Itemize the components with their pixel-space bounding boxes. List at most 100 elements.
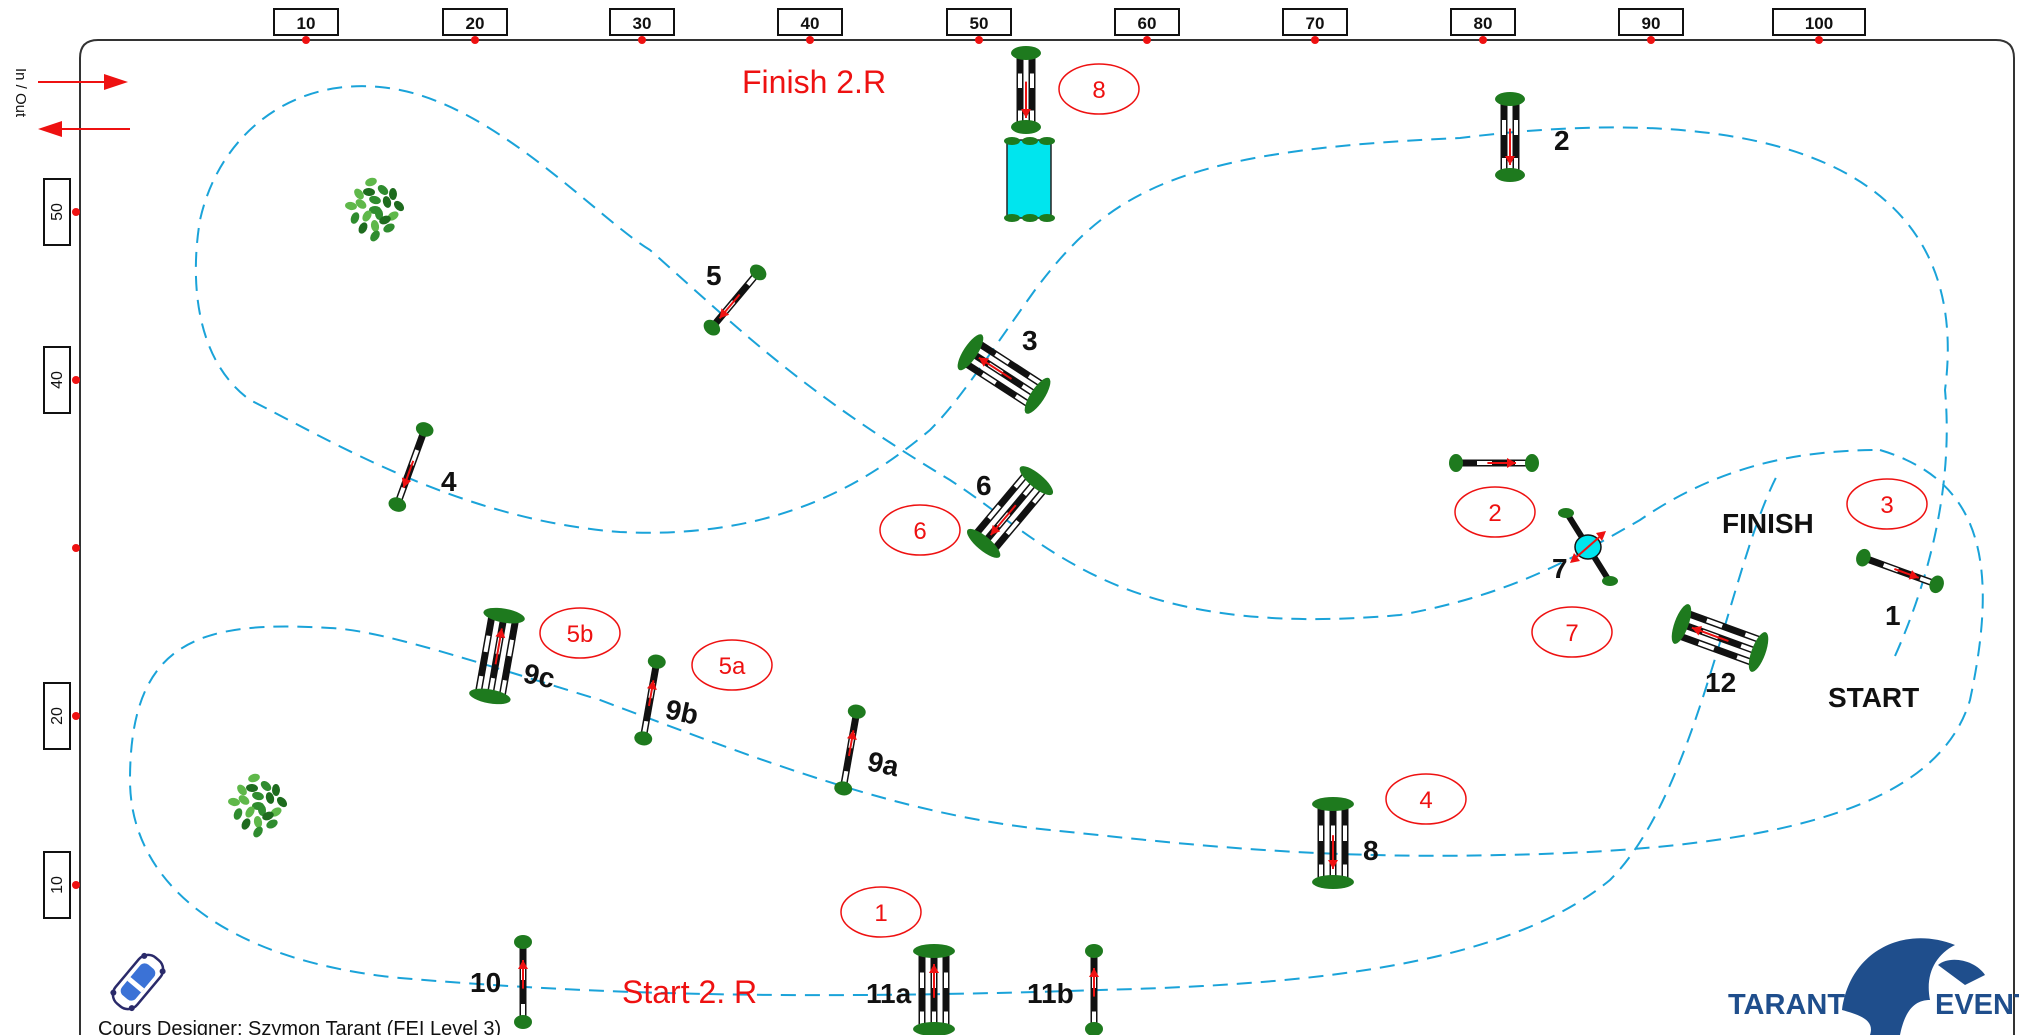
fence-number-label: 6 — [976, 470, 992, 501]
round2-marker-label: 8 — [1092, 77, 1105, 104]
fence-icon — [834, 704, 866, 796]
fence-number-label: 11a — [866, 978, 912, 1009]
fence-number-label: 3 — [1022, 325, 1038, 356]
ruler-left-tick — [72, 544, 80, 552]
ruler-top-mark: 10 — [273, 8, 339, 44]
round2-marker-label: 5a — [719, 653, 746, 680]
ruler-left-mark: 10 — [43, 851, 80, 919]
ruler-top-mark: 20 — [442, 8, 508, 44]
round2-marker: 3 — [1846, 478, 1928, 530]
fence-number-label: 2 — [1554, 125, 1570, 156]
ruler-top-label: 50 — [970, 14, 989, 33]
round2-marker: 2 — [1454, 486, 1536, 538]
fence-icon — [634, 654, 666, 746]
fence-number-label: 12 — [1705, 667, 1736, 698]
fence-number-label: 1 — [1885, 600, 1901, 631]
fence-icon — [514, 935, 532, 1029]
fence-icon — [913, 944, 955, 1035]
ruler-top-label: 100 — [1805, 14, 1833, 33]
ruler-top-label: 80 — [1474, 14, 1493, 33]
fence-number-label: 10 — [470, 967, 501, 998]
ruler-left-label: 10 — [49, 876, 66, 894]
fence-icon — [1449, 454, 1539, 472]
ruler-left-mark: 20 — [43, 682, 80, 750]
ruler-top-label: 90 — [1642, 14, 1661, 33]
arena-border — [79, 39, 2015, 1035]
bush-icon — [345, 177, 405, 242]
car-icon — [110, 952, 166, 1012]
logo-text-right: EVENTS — [1935, 989, 2019, 1021]
fence-number-label: 4 — [441, 466, 457, 497]
fence-number-label: 11b — [1027, 978, 1074, 1009]
fence-icon — [469, 607, 525, 705]
tarant-events-logo: TARANT EVENTS — [1728, 938, 2019, 1035]
in-out-label: In / Out — [12, 68, 29, 118]
ruler-top-mark: 100 — [1772, 8, 1866, 44]
finish-round2-label: Finish 2.R — [742, 64, 886, 100]
in-out-arrows: In / Out — [12, 68, 130, 137]
fence-icon — [1011, 46, 1041, 134]
ruler-top-mark: 60 — [1114, 8, 1180, 44]
ruler-left-label: 50 — [49, 203, 66, 221]
round2-marker: 5b — [539, 607, 621, 659]
designer-credit: Cours Designer: Szymon Tarant (FEI Level… — [98, 1018, 501, 1035]
bush-icon — [228, 773, 288, 838]
fence-icon — [1495, 92, 1525, 182]
fence-icon — [957, 334, 1051, 414]
round2-marker-label: 1 — [874, 900, 887, 927]
ruler-top-mark: 80 — [1450, 8, 1516, 44]
round2-marker-label: 6 — [913, 518, 926, 545]
fence-number-label: 8 — [1363, 835, 1379, 866]
fence-icon — [1558, 508, 1618, 586]
ruler-top-label: 70 — [1306, 14, 1325, 33]
fence-icon — [966, 466, 1054, 558]
ruler-top-mark: 70 — [1282, 8, 1348, 44]
round2-marker: 5a — [691, 639, 773, 691]
fence-icon — [1312, 797, 1354, 889]
ruler-top-label: 30 — [633, 14, 652, 33]
ruler-top-label: 40 — [801, 14, 820, 33]
round2-marker: 7 — [1531, 606, 1613, 658]
arrow-out-icon — [38, 121, 62, 137]
logo-text-left: TARANT — [1728, 989, 1845, 1021]
water-jump — [1004, 137, 1055, 222]
ruler-left-mark: 50 — [43, 178, 80, 246]
fence-number-label: 9a — [865, 746, 902, 783]
round2-marker-label: 3 — [1880, 492, 1893, 519]
fence-icon — [1085, 944, 1103, 1035]
ruler-left: 50 40 20 10 — [43, 178, 80, 919]
round2-marker-label: 4 — [1419, 787, 1432, 814]
round2-marker: 4 — [1385, 773, 1467, 825]
round2-marker: 1 — [840, 886, 922, 938]
finish-label: FINISH — [1722, 508, 1814, 539]
round2-marker: 6 — [879, 504, 961, 556]
ruler-top-mark: 90 — [1618, 8, 1684, 44]
fences — [388, 46, 1944, 1035]
round2-marker-label: 5b — [567, 621, 594, 648]
fence-number-label: 9b — [663, 694, 701, 731]
fence-icon — [703, 264, 767, 336]
ruler-top: 10 20 30 40 50 60 70 80 90 100 — [273, 8, 1866, 44]
fence-icon — [388, 422, 434, 512]
course-route — [128, 85, 1984, 997]
fence-icon — [1856, 548, 1944, 594]
round2-marker-label: 2 — [1488, 500, 1501, 527]
start-round2-label: Start 2. R — [622, 974, 757, 1010]
start-label: START — [1828, 682, 1919, 713]
ruler-top-label: 60 — [1138, 14, 1157, 33]
ruler-top-label: 20 — [466, 14, 485, 33]
ruler-top-label: 10 — [297, 14, 316, 33]
fence-icon — [1671, 604, 1769, 672]
fence-number-label: 7 — [1552, 553, 1568, 584]
ruler-left-label: 20 — [49, 707, 66, 725]
fence-number-label: 5 — [706, 260, 722, 291]
ruler-top-mark: 40 — [777, 8, 843, 44]
ruler-left-mark: 40 — [43, 346, 80, 414]
ruler-left-label: 40 — [49, 371, 66, 389]
ruler-top-mark: 30 — [609, 8, 675, 44]
round2-marker-label: 7 — [1565, 620, 1578, 647]
fence-number-label: 9c — [521, 658, 558, 695]
